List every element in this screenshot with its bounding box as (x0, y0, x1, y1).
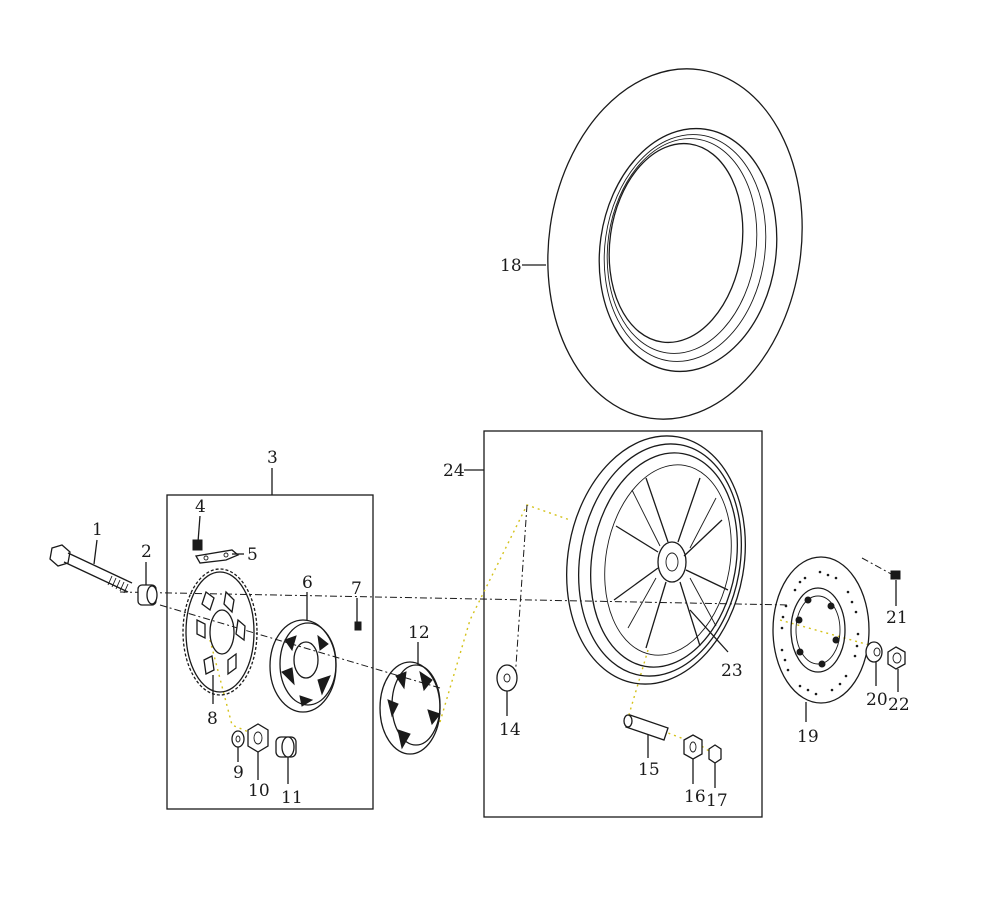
wheel-rim-part-23 (566, 435, 746, 685)
callout-18: 18 (500, 256, 522, 276)
spacer-part-14 (496, 664, 518, 692)
spacer-part-15 (623, 714, 669, 741)
tire-part-18 (547, 68, 803, 420)
washer-part-20 (865, 641, 883, 663)
callout-6: 6 (302, 573, 313, 593)
callout-8: 8 (207, 709, 218, 729)
callout-12: 12 (408, 623, 430, 643)
sprocket-part-8 (182, 568, 258, 696)
callout-labels: 1 2 3 4 5 6 7 8 9 10 11 12 14 15 16 17 1… (92, 256, 910, 811)
callout-17: 17 (706, 791, 728, 811)
callout-4: 4 (195, 497, 206, 517)
callout-14: 14 (499, 720, 521, 740)
callout-24: 24 (443, 461, 465, 481)
sprocket-hub-part-6 (269, 619, 337, 713)
callout-23: 23 (721, 661, 743, 681)
callout-20: 20 (866, 690, 888, 710)
callout-11: 11 (281, 788, 303, 808)
spacer-part-11 (275, 736, 297, 758)
group-box-sprocket-assembly (166, 494, 374, 810)
lock-plate-part-5 (194, 549, 240, 564)
callout-22: 22 (888, 695, 910, 715)
callout-21: 21 (886, 608, 908, 628)
brake-disc-part-19 (772, 556, 870, 704)
axle-part-1 (49, 544, 133, 594)
callout-19: 19 (797, 727, 819, 747)
damper-part-12 (379, 661, 441, 755)
callout-3: 3 (267, 448, 278, 468)
callout-7: 7 (351, 579, 362, 599)
callout-16: 16 (684, 787, 706, 807)
callout-9: 9 (233, 763, 244, 783)
collar-part-2 (137, 584, 158, 606)
nut-part-10 (247, 723, 269, 753)
bolt-part-21 (890, 570, 901, 580)
callout-2: 2 (141, 542, 152, 562)
washer-part-9 (231, 730, 245, 748)
callout-1: 1 (92, 520, 103, 540)
callout-5: 5 (247, 545, 258, 565)
nut-part-22 (887, 646, 906, 670)
leader-lines (93, 264, 899, 788)
bolt-part-7 (354, 621, 362, 631)
callout-15: 15 (638, 760, 660, 780)
group-box-wheel-assembly (483, 430, 763, 818)
bolt-part-4 (192, 539, 203, 551)
nut-part-17 (708, 744, 722, 764)
callout-10: 10 (248, 781, 270, 801)
washer-part-16 (683, 734, 703, 760)
